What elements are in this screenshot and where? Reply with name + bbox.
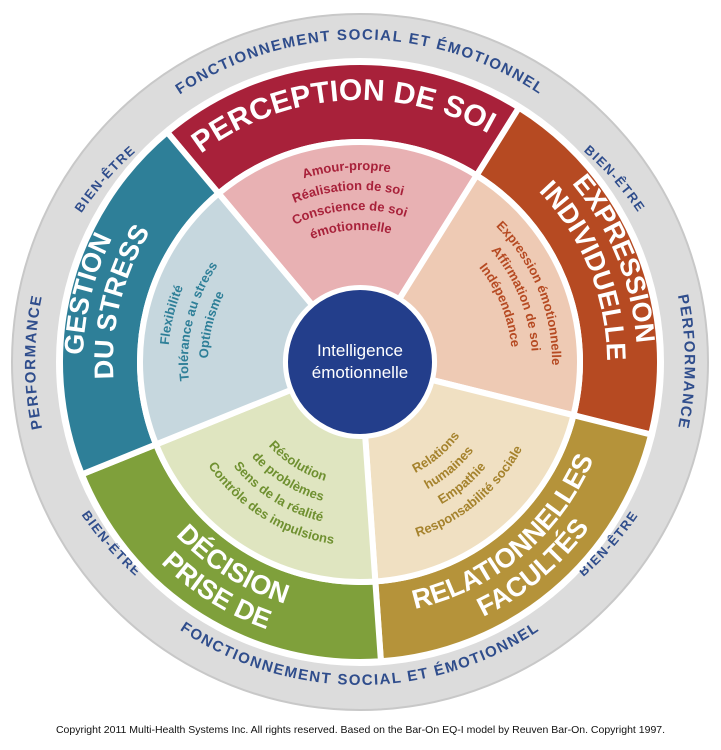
ring-text-performance-right: PERFORMANCE [674,293,698,431]
segment-relations: FACULTÉSRELATIONNELLESRelationshumainesE… [361,376,655,665]
ring-text-performance-left: PERFORMANCE [22,293,46,431]
emotional-intelligence-wheel: FONCTIONNEMENT SOCIAL ET ÉMOTIONNEL FONC… [11,13,709,711]
center-label-line1: Intelligence [317,341,403,360]
segment-perception: PERCEPTION DE SOIAmour-propreRéalisation… [162,59,524,310]
center-label-line2: émotionnelle [312,363,408,382]
center-circle [284,286,436,438]
copyright-notice: Copyright 2011 Multi-Health Systems Inc.… [55,724,666,736]
segments-layer: PERCEPTION DE SOIAmour-propreRéalisation… [57,59,663,665]
